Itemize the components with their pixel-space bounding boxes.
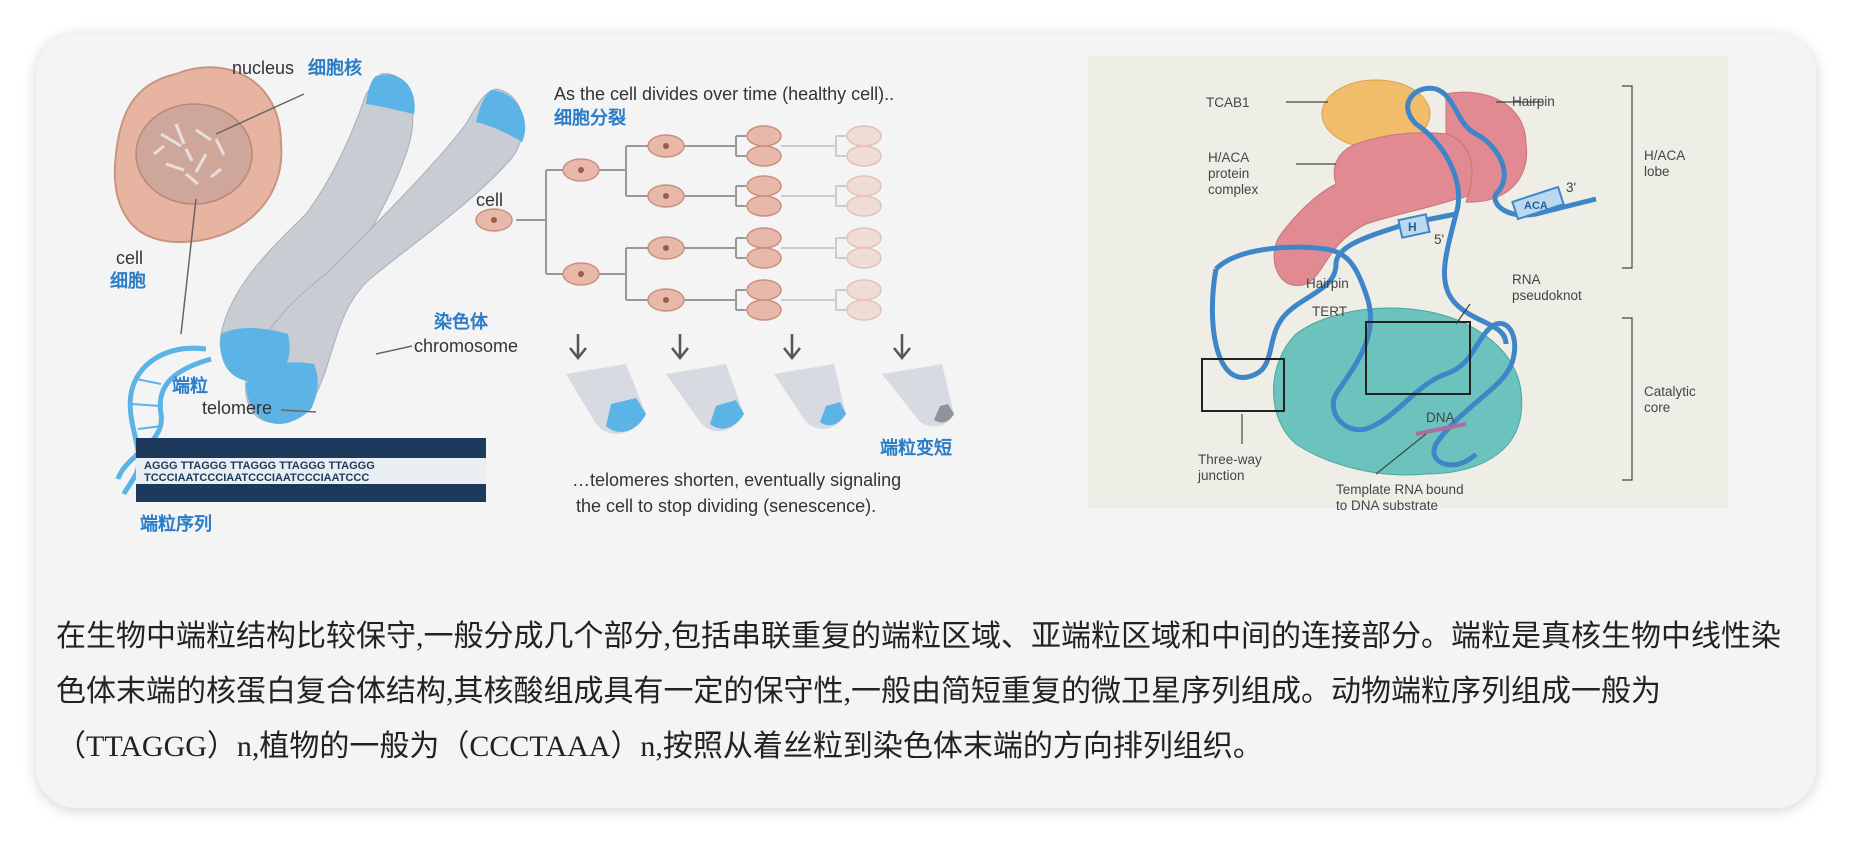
division-tree-lines: [516, 136, 746, 310]
left-chromosome-panel: nucleus 细胞核 cell 细胞 染色体 chromosome 端粒 te…: [110, 57, 525, 534]
haca-protein-label-2: protein: [1208, 166, 1249, 181]
division-caption-bottom-2: the cell to stop dividing (senescence).: [576, 496, 876, 516]
division-caption-bottom-1: …telomeres shorten, eventually signaling: [572, 470, 901, 490]
three-way-junction-label-1: Three-way: [1198, 452, 1262, 467]
shorten-label-zh: 端粒变短: [880, 437, 952, 458]
shorten-arrows: [570, 334, 910, 358]
sequence-top: AGGG TTAGGG TTAGGG TTAGGG TTAGGG: [144, 460, 375, 472]
division-caption-top: As the cell divides over time (healthy c…: [554, 84, 894, 104]
haca-lobe-label-1: H/ACA: [1644, 148, 1685, 163]
chromosome-label-zh: 染色体: [433, 311, 489, 332]
cell-label-en: cell: [116, 248, 143, 268]
rna-pseudoknot-label-2: pseudoknot: [1512, 288, 1582, 303]
dna-label: DNA: [1426, 410, 1455, 425]
shortening-chromatids: [566, 364, 954, 434]
nucleus-label-en: nucleus: [232, 58, 294, 78]
tert-label: TERT: [1312, 304, 1347, 319]
sequence-label-zh: 端粒序列: [140, 513, 212, 534]
hairpin-top-label: Hairpin: [1512, 94, 1555, 109]
chromosome-label-en: chromosome: [414, 336, 518, 356]
division-caption-top-zh: 细胞分裂: [554, 107, 626, 128]
tcab1-label: TCAB1: [1206, 95, 1250, 110]
sequence-bottom: TCCCIAATCCCIAATCCCIAATCCCIAATCCC: [144, 472, 369, 484]
hairpin-bottom-label: Hairpin: [1306, 276, 1349, 291]
template-rna-label-1: Template RNA bound: [1336, 482, 1464, 497]
division-cell-label: cell: [476, 190, 503, 210]
catalytic-core-label-2: core: [1644, 400, 1670, 415]
telomere-figure: nucleus 细胞核 cell 细胞 染色体 chromosome 端粒 te…: [36, 34, 1816, 594]
telomere-label-zh: 端粒: [172, 375, 208, 396]
haca-protein-label-1: H/ACA: [1208, 150, 1249, 165]
telomerase-structure-panel: TCAB1 Hairpin H/ACA protein complex H/AC…: [1088, 56, 1728, 513]
nucleus-label-zh: 细胞核: [308, 57, 362, 78]
description-paragraph: 在生物中端粒结构比较保守,一般分成几个部分,包括串联重复的端粒区域、亚端粒区域和…: [56, 609, 1801, 774]
division-tree-faded: [781, 136, 846, 310]
haca-lobe-label-2: lobe: [1644, 164, 1670, 179]
template-rna-label-2: to DNA substrate: [1336, 498, 1438, 513]
haca-protein-label-3: complex: [1208, 182, 1259, 197]
aca-box-label: ACA: [1524, 200, 1548, 212]
three-way-junction-label-2: junction: [1197, 468, 1245, 483]
catalytic-core-label-1: Catalytic: [1644, 384, 1696, 399]
rna-pseudoknot-label-1: RNA: [1512, 272, 1541, 287]
cell-label-zh: 细胞: [110, 270, 146, 291]
middle-division-panel: As the cell divides over time (healthy c…: [476, 84, 954, 516]
nucleus-illustration: [136, 104, 252, 204]
h-box-label: H: [1408, 220, 1417, 234]
senescent-cells: [847, 126, 881, 320]
content-card: nucleus 细胞核 cell 细胞 染色体 chromosome 端粒 te…: [36, 34, 1816, 808]
three-prime-label: 3': [1566, 180, 1576, 195]
telomere-label-en: telomere: [202, 398, 272, 418]
five-prime-label: 5': [1434, 232, 1444, 247]
